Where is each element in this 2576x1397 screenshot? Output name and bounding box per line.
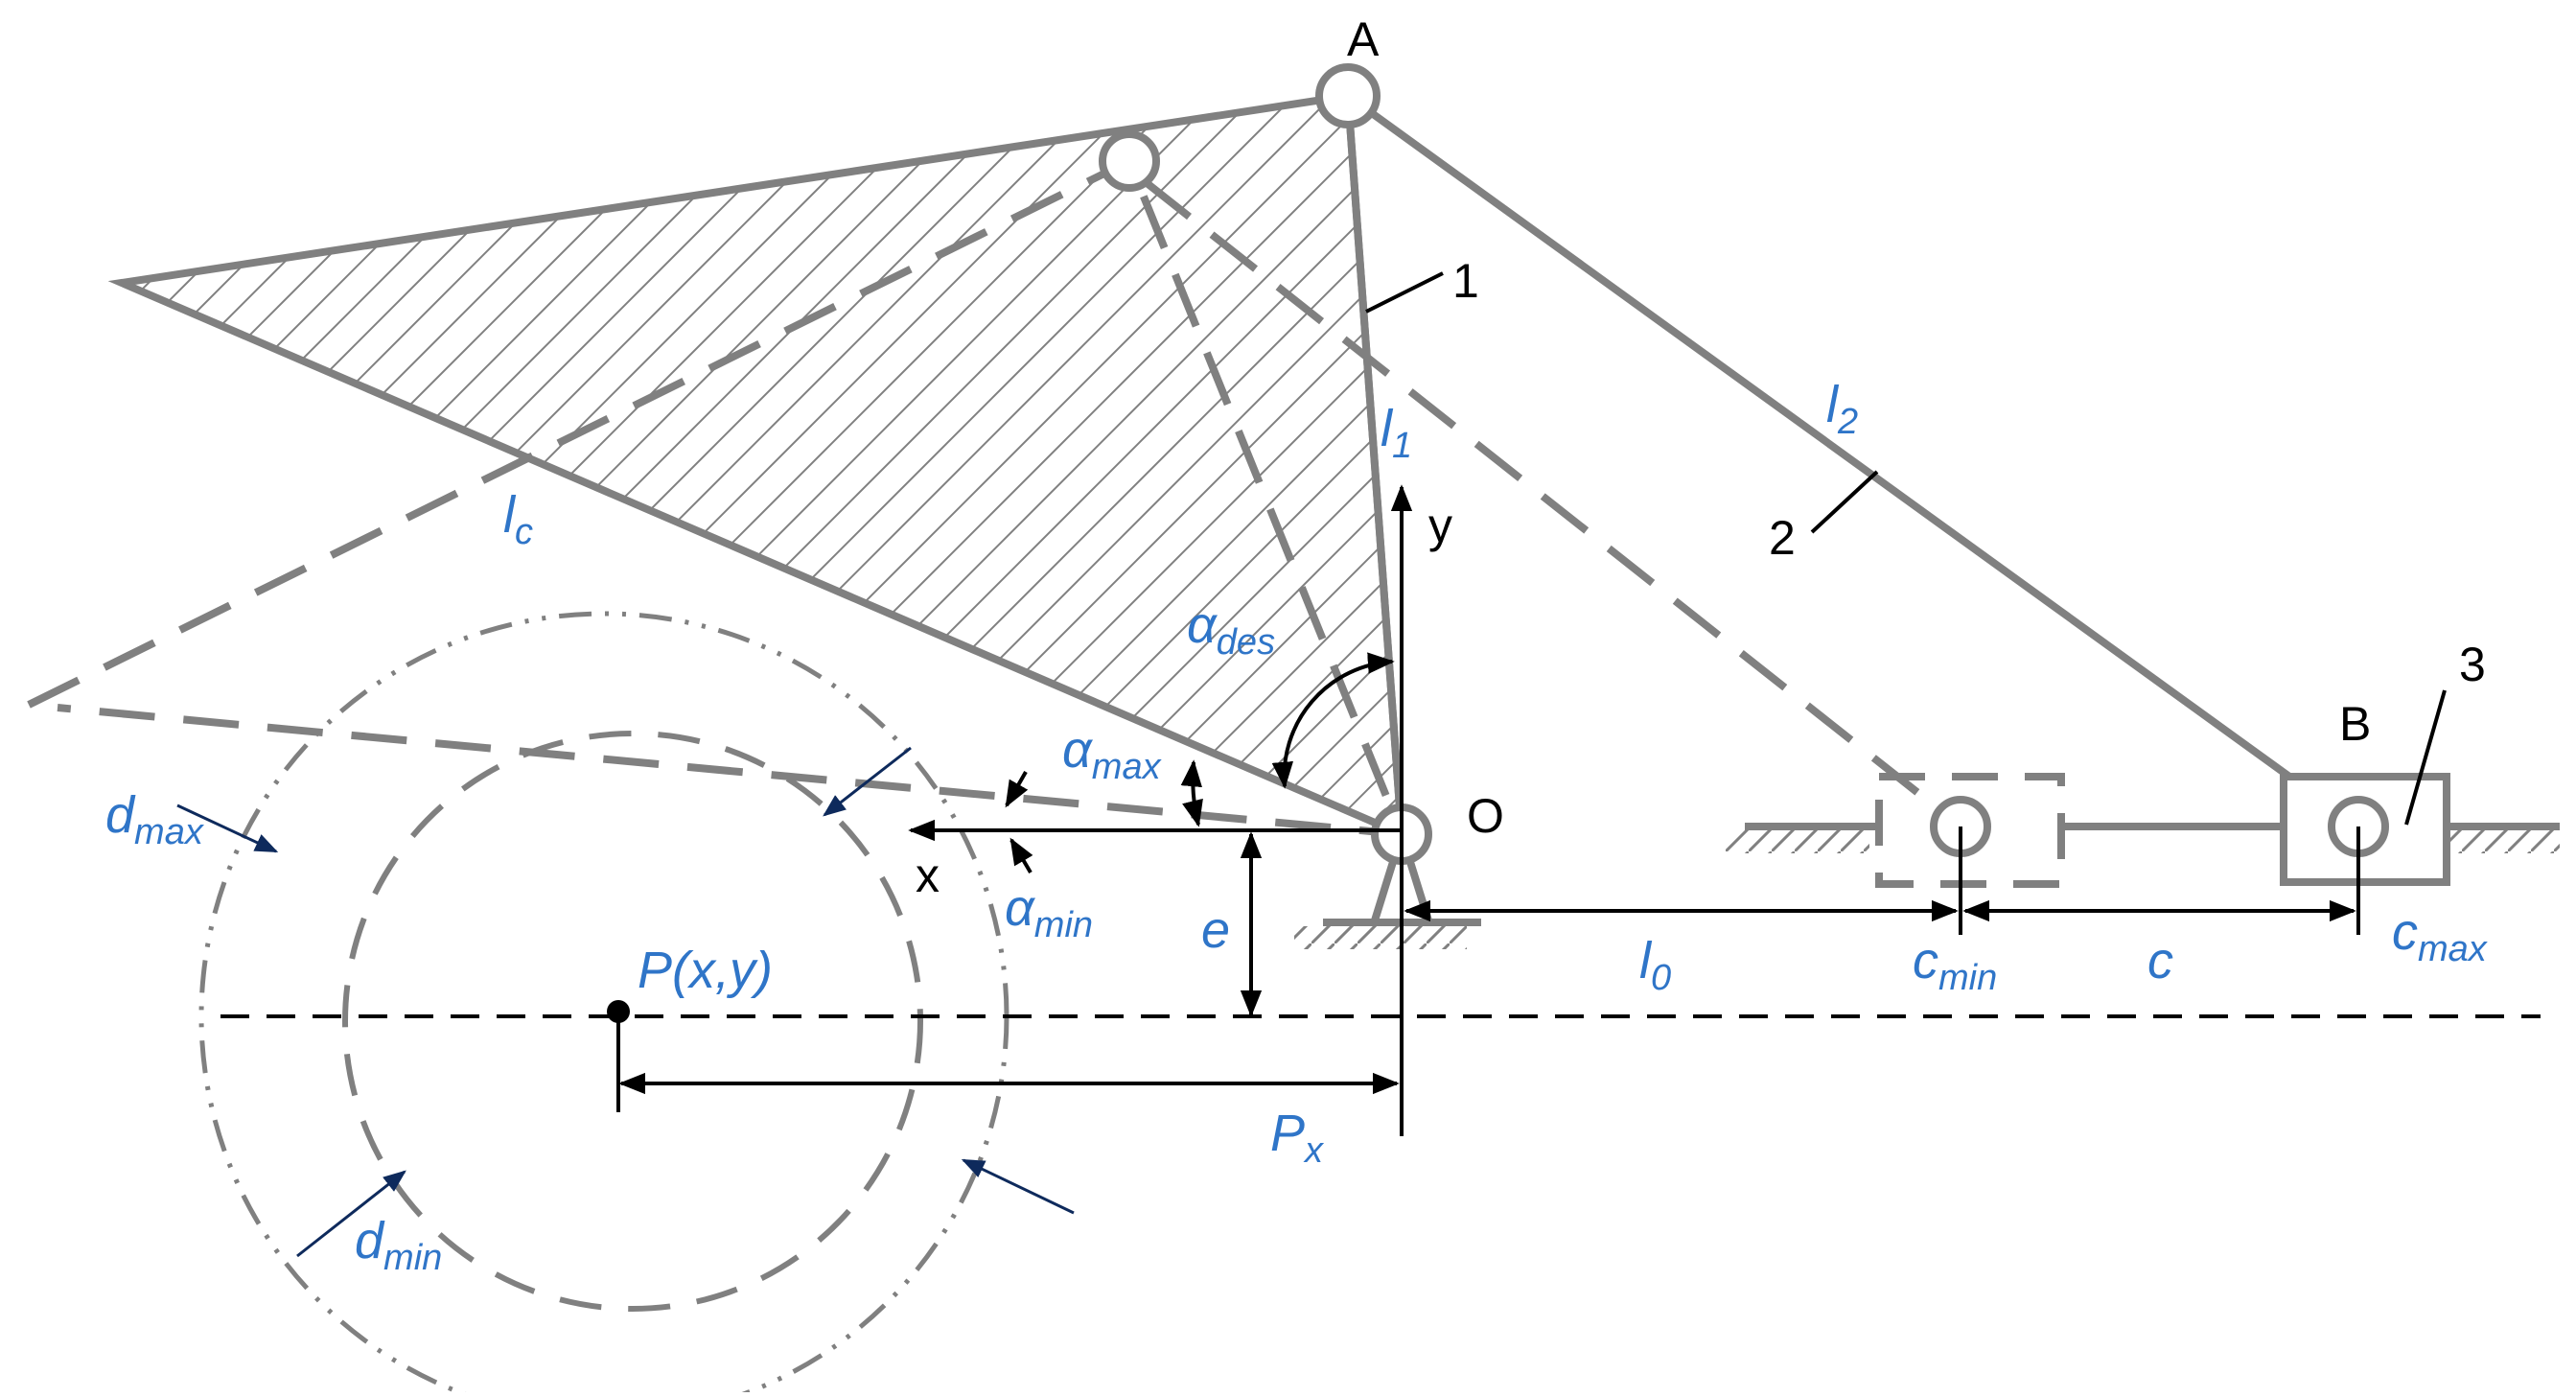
label-x-axis: x: [916, 849, 940, 902]
hatch-line: [0, 48, 77, 911]
label-lc: lc: [503, 486, 533, 552]
hatch-line: [122, 96, 423, 834]
arc-alpha-des: [1271, 652, 1395, 789]
hatch-line: [1399, 96, 1402, 834]
hatch-line: [0, 48, 38, 911]
dmin-arrow-right: [961, 1158, 1075, 1215]
hatch-line: [210, 96, 1075, 834]
label-cmax: cmax: [2392, 903, 2489, 969]
leader-1: [1365, 271, 1444, 314]
point-p: [607, 1000, 630, 1023]
hatch-line: [122, 96, 499, 834]
hatch-line: [862, 96, 1402, 834]
label-alpha-des: αdes: [1187, 596, 1275, 663]
hatch-line: [0, 48, 115, 911]
hatch-line: [122, 96, 346, 834]
hatch-line: [122, 96, 845, 834]
hatch-line: [593, 96, 1402, 834]
label-link-2: 2: [1769, 511, 1796, 565]
leader-2: [1810, 470, 1879, 534]
hatch-line: [900, 96, 1402, 834]
hatch-line: [555, 96, 1402, 834]
hatch-line: [122, 96, 768, 834]
slider-min-position: [1875, 773, 2065, 888]
dmin-arrow-left: [296, 1170, 406, 1258]
label-y-axis: y: [1428, 499, 1452, 552]
leader-3: [2404, 689, 2447, 826]
label-cmin: cmin: [1913, 932, 1997, 998]
label-b: B: [2339, 697, 2371, 751]
label-dmin: dmin: [355, 1212, 442, 1278]
alpha-min-pointer-bottom: [1010, 837, 1033, 874]
hatch-line: [1092, 96, 1402, 834]
alternate-joint: [1099, 130, 1160, 192]
hatch-line: [325, 96, 1190, 834]
label-a: A: [1347, 12, 1380, 66]
label-dmax: dmax: [105, 786, 205, 852]
hatch-line: [122, 96, 730, 834]
hatch-line: [122, 96, 231, 834]
hatch-line: [122, 96, 308, 834]
dmax-arrow-left: [176, 803, 279, 853]
hatch-line: [122, 96, 538, 834]
dmax-arrow-right: [823, 746, 912, 817]
label-c: c: [2147, 932, 2173, 990]
label-e: e: [1201, 901, 1230, 959]
label-alpha-min: αmin: [1005, 879, 1093, 945]
slider-3: [2280, 773, 2450, 886]
hatch-line: [785, 96, 1402, 834]
hatch-line: [122, 96, 806, 834]
hatch-line: [122, 96, 384, 834]
label-l0: l0: [1639, 932, 1671, 998]
hatch-line: [122, 96, 269, 834]
circle-dmin: [342, 731, 923, 1312]
alternate-position: [27, 130, 1963, 839]
hatch-line: [122, 96, 461, 834]
label-l1: l1: [1381, 400, 1412, 466]
hatch-line: [1207, 96, 1402, 834]
hatch-line: [1322, 96, 1402, 834]
hatch-line: [1515, 48, 2378, 911]
hatch-line: [1360, 96, 1402, 834]
hatch-line: [478, 96, 1343, 834]
hatch-line: [632, 96, 1402, 834]
label-slider-3: 3: [2459, 638, 2486, 691]
hatch-line: [122, 96, 154, 834]
hatch-line: [122, 96, 615, 834]
hatch-line: [122, 96, 883, 834]
label-l2: l2: [1826, 376, 1858, 442]
label-p: P(x,y): [638, 942, 773, 999]
hatch-line: [939, 96, 1402, 834]
hatch-line: [248, 96, 1113, 834]
hatch-line: [1054, 96, 1402, 834]
hatch-line: [172, 96, 1036, 834]
label-alpha-max: αmax: [1062, 721, 1163, 787]
joint-a: [1315, 63, 1381, 128]
hatch-line: [122, 96, 653, 834]
hatch-line: [1284, 96, 1402, 834]
link-2: [1345, 92, 2361, 830]
hatch-line: [517, 96, 1381, 834]
alpha-min-pointer-top: [1005, 771, 1029, 808]
label-px: Px: [1270, 1105, 1325, 1171]
label-link-1: 1: [1452, 254, 1479, 308]
hatch-line: [122, 96, 193, 834]
coupler-link-hatching: [0, 48, 2378, 911]
label-o: O: [1467, 789, 1504, 843]
arc-alpha-max: [1180, 759, 1203, 827]
slider-ground: [1726, 823, 2560, 853]
